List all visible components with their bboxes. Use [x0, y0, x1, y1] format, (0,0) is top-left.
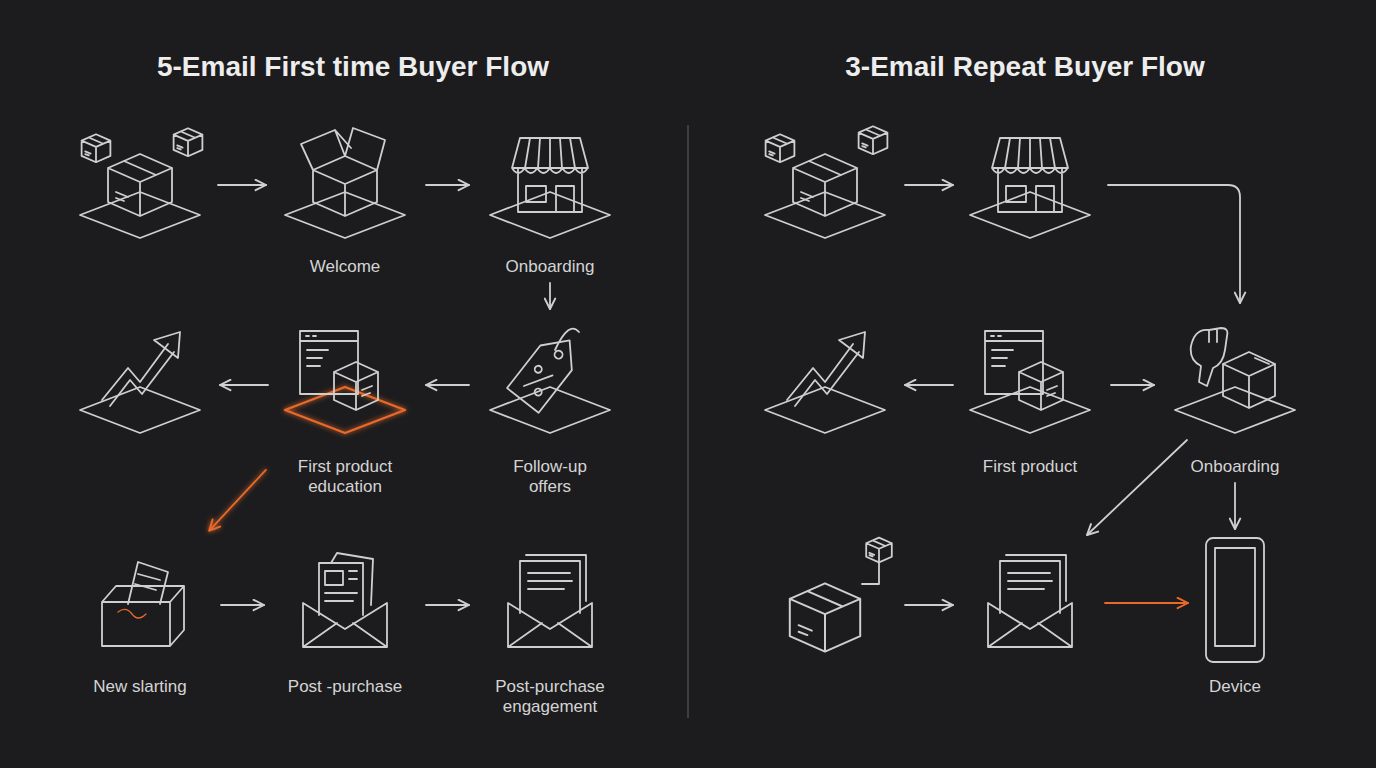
- platform: [490, 192, 610, 238]
- highlight-arrow: [1105, 602, 1188, 604]
- hand-box-icon: [1191, 328, 1275, 408]
- platform: [765, 387, 885, 433]
- highlight-arrow: [209, 470, 266, 531]
- flow-step: Post -purchase: [270, 535, 420, 697]
- flow-arrow: [221, 604, 264, 606]
- flow-arrow: [549, 283, 551, 309]
- store-icon: [992, 138, 1068, 212]
- step-label: Onboarding: [1160, 457, 1310, 477]
- flow-step: Welcome: [270, 115, 420, 277]
- phone-icon: [1206, 538, 1264, 662]
- flow-arrow: [905, 604, 953, 606]
- browser-icon: [985, 331, 1063, 410]
- box-icon: [793, 154, 857, 216]
- flow-step: First product education: [270, 315, 420, 497]
- step-label: Device: [1160, 677, 1310, 697]
- trend-icon: [787, 332, 865, 406]
- step-label: New slarting: [65, 677, 215, 697]
- flow-arrow: [426, 184, 469, 186]
- envelope-icon: [303, 553, 387, 647]
- panel-heading: 3-Email Repeat Buyer Flow: [725, 49, 1325, 85]
- store-icon: [512, 138, 588, 212]
- flow-step: Follow-up offers: [475, 315, 625, 497]
- flow-step: Onboarding: [1160, 315, 1310, 477]
- flow-arrow: [1087, 440, 1187, 535]
- platform: [970, 387, 1090, 433]
- icon-group: [80, 126, 1295, 662]
- platform: [80, 387, 200, 433]
- flow-arrow: [905, 384, 953, 386]
- platform: [80, 192, 200, 238]
- box-icon: [790, 583, 860, 651]
- step-label: Welcome: [270, 257, 420, 277]
- flow-step: Device: [1160, 535, 1310, 697]
- flow-arrow: [218, 184, 266, 186]
- platform: [490, 387, 610, 433]
- small-box-icon: [174, 128, 203, 156]
- step-label: Post-purchase engagement: [475, 677, 625, 717]
- platform: [970, 192, 1090, 238]
- platform: [1175, 387, 1295, 433]
- small-box-icon: [866, 538, 892, 563]
- flow-step: Post-purchase engagement: [475, 535, 625, 717]
- highlight-platform: [285, 387, 405, 433]
- trend-icon: [102, 332, 180, 406]
- flow-arrow: [1108, 185, 1240, 303]
- small-box-icon: [766, 134, 795, 162]
- flow-step: New slarting: [65, 535, 215, 697]
- step-label: First product: [955, 457, 1105, 477]
- flow-arrow: [1234, 483, 1236, 529]
- open-box-icon: [301, 128, 385, 216]
- flow-arrow: [426, 604, 469, 606]
- flow-arrow: [1111, 384, 1154, 386]
- leader-line: [862, 562, 879, 584]
- box-icon: [108, 154, 172, 216]
- step-label: First product education: [270, 457, 420, 497]
- step-label: Post -purchase: [270, 677, 420, 697]
- panel-heading: 5-Email First time Buyer Flow: [53, 49, 653, 85]
- step-label: Follow-up offers: [500, 457, 600, 497]
- step-label: Onboarding: [475, 257, 625, 277]
- envelope-icon: [508, 555, 592, 647]
- flow-step: First product: [955, 315, 1105, 477]
- flow-arrow: [220, 384, 268, 386]
- flow-arrow: [426, 384, 469, 386]
- browser-icon: [300, 331, 378, 410]
- highlight-arrow: [1029, 263, 1031, 303]
- platform: [765, 192, 885, 238]
- tag-icon: [507, 328, 585, 413]
- panel-divider: [687, 125, 689, 718]
- platform: [285, 192, 405, 238]
- envelope-icon: [988, 555, 1072, 647]
- small-box-icon: [82, 134, 111, 162]
- small-box-icon: [859, 126, 888, 154]
- flow-arrow: [905, 184, 953, 186]
- flow-step: Onboarding: [475, 115, 625, 277]
- inbox-icon: [102, 562, 184, 646]
